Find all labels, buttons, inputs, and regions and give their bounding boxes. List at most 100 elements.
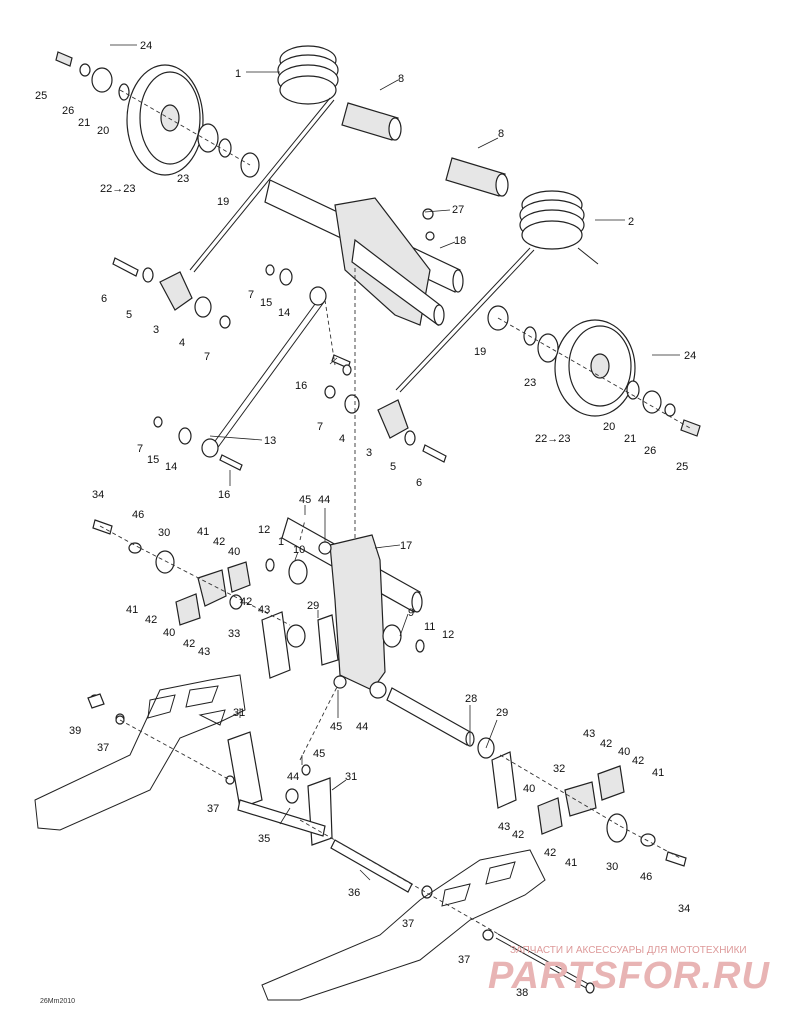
label-25-right: 25 — [676, 461, 688, 473]
label-24-right: 24 — [684, 350, 696, 362]
label-7-b: 7 — [248, 289, 254, 301]
label-42-h: 42 — [544, 847, 556, 859]
idler-wheel-left — [55, 51, 260, 178]
rear-arm — [264, 179, 464, 327]
label-42-e: 42 — [600, 738, 612, 750]
label-7-c: 7 — [317, 421, 323, 433]
label-42-b: 42 — [240, 596, 252, 608]
label-22-23-left: 22→23 — [100, 183, 135, 195]
nut-39 — [87, 693, 125, 725]
figure-code: 26Mm2010 — [40, 998, 75, 1005]
label-6-lower: 6 — [416, 477, 422, 489]
label-41-a: 41 — [197, 526, 209, 538]
label-9: 9 — [408, 607, 414, 619]
label-42-d: 42 — [183, 638, 195, 650]
label-23-left: 23 — [177, 173, 189, 185]
label-42-f: 42 — [632, 755, 644, 767]
label-45-mid: 45 — [330, 721, 342, 733]
label-3-lower: 3 — [366, 447, 372, 459]
label-23-right: 23 — [524, 377, 536, 389]
label-14-lower: 14 — [165, 461, 177, 473]
label-30-right: 30 — [606, 861, 618, 873]
label-44-upper: 44 — [318, 494, 330, 506]
label-44-lower: 44 — [287, 771, 299, 783]
label-12-upper: 12 — [258, 524, 270, 536]
label-46-right: 46 — [640, 871, 652, 883]
label-28: 28 — [465, 693, 477, 705]
label-21-left: 21 — [78, 117, 90, 129]
leader-lines — [110, 44, 680, 881]
label-41-d: 41 — [565, 857, 577, 869]
label-32: 32 — [553, 763, 565, 775]
label-4-lower: 4 — [339, 433, 345, 445]
label-39: 39 — [69, 725, 81, 737]
label-27: 27 — [452, 204, 464, 216]
rail-right — [261, 849, 546, 1001]
label-43-a: 43 — [258, 604, 270, 616]
label-3-upper: 3 — [153, 324, 159, 336]
label-43-d: 43 — [498, 821, 510, 833]
label-22-23-right: 22→23 — [535, 433, 570, 445]
label-7-d: 7 — [137, 443, 143, 455]
label-40-d: 40 — [523, 783, 535, 795]
label-16-lower: 16 — [218, 489, 230, 501]
cross-shaft-assembly — [227, 731, 433, 899]
label-6-upper: 6 — [101, 293, 107, 305]
sleeve-upper — [341, 102, 402, 141]
label-34-left: 34 — [92, 489, 104, 501]
label-20-right: 20 — [603, 421, 615, 433]
label-41-b: 41 — [126, 604, 138, 616]
label-40-b: 40 — [163, 627, 175, 639]
shaft-28 — [386, 687, 495, 759]
label-45-upper: 45 — [299, 494, 311, 506]
part-labels: 1 2 8 8 24 25 26 21 20 22→23 23 19 27 18… — [35, 40, 696, 999]
label-8-lower: 8 — [498, 128, 504, 140]
label-35: 35 — [258, 833, 270, 845]
spring-left — [189, 45, 339, 273]
spring-right — [395, 190, 599, 393]
label-11: 11 — [424, 621, 435, 633]
left-bracket-upper — [112, 257, 231, 329]
watermark-caption: ЗАПЧАСТИ И АКСЕССУАРЫ ДЛЯ МОТОТЕХНИКИ — [510, 945, 747, 956]
label-40-a: 40 — [228, 546, 240, 558]
label-40-c: 40 — [618, 746, 630, 758]
label-5-upper: 5 — [126, 309, 132, 321]
label-12-lower: 12 — [442, 629, 454, 641]
label-29-lower: 29 — [496, 707, 508, 719]
label-29-upper: 29 — [307, 600, 319, 612]
label-4-upper: 4 — [179, 337, 185, 349]
bolt-38 — [495, 933, 595, 994]
label-19-right: 19 — [474, 346, 486, 358]
label-21-right: 21 — [624, 433, 636, 445]
label-2: 2 — [628, 216, 634, 228]
idler-wheel-right — [487, 305, 701, 437]
label-14-upper: 14 — [278, 307, 290, 319]
label-45-lower: 45 — [313, 748, 325, 760]
label-5-lower: 5 — [390, 461, 396, 473]
mount-hardware-upper-left — [92, 519, 251, 626]
label-31-lower: 31 — [345, 771, 357, 783]
label-37-a: 37 — [97, 742, 109, 754]
sleeve-lower — [445, 157, 509, 197]
label-1: 1 — [235, 68, 241, 80]
label-20-left: 20 — [97, 125, 109, 137]
label-18: 18 — [454, 235, 466, 247]
guide-lines — [99, 89, 691, 936]
label-37-d: 37 — [458, 954, 470, 966]
label-42-c: 42 — [145, 614, 157, 626]
label-37-c: 37 — [402, 918, 414, 930]
label-24-left: 24 — [140, 40, 152, 52]
label-26-right: 26 — [644, 445, 656, 457]
label-7-a: 7 — [204, 351, 210, 363]
label-44-mid: 44 — [356, 721, 368, 733]
label-43-b: 43 — [198, 646, 210, 658]
label-41-c: 41 — [652, 767, 664, 779]
label-46-left: 46 — [132, 509, 144, 521]
label-15-lower: 15 — [147, 454, 159, 466]
label-30-left: 30 — [158, 527, 170, 539]
label-43-c: 43 — [583, 728, 595, 740]
label-36: 36 — [348, 887, 360, 899]
label-15-upper: 15 — [260, 297, 272, 309]
label-8-upper: 8 — [398, 73, 404, 85]
